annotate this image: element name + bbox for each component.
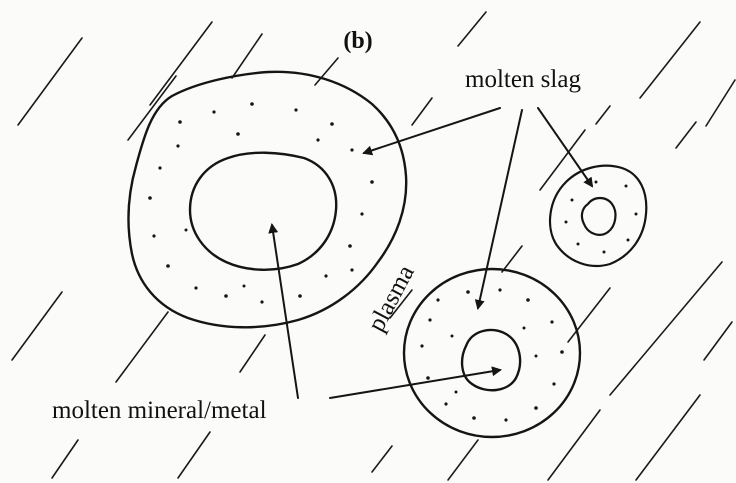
small-droplet-slag-outline [550, 166, 646, 266]
medium-droplet [404, 269, 580, 437]
large-droplet-speckles [148, 102, 374, 303]
figure-label: (b) [343, 28, 372, 54]
arrow-slag-to-small-droplet [538, 108, 592, 186]
small-droplet [550, 166, 646, 266]
large-droplet-slag-outline [129, 72, 407, 327]
label-arrows [272, 108, 592, 398]
small-droplet-speckles [565, 181, 638, 254]
molten-slag-label: molten slag [465, 66, 581, 93]
small-droplet-core-outline [582, 198, 616, 235]
molten-mineral-metal-label: molten mineral/metal [52, 397, 267, 424]
medium-droplet-core-outline [462, 330, 520, 390]
arrow-metal-to-large-core [272, 225, 298, 398]
medium-droplet-slag-outline [404, 269, 580, 437]
arrow-slag-to-medium-droplet [478, 110, 522, 308]
large-droplet-core-outline [190, 153, 336, 270]
medium-droplet-speckles [420, 288, 563, 421]
arrow-slag-to-large-droplet [364, 108, 500, 153]
large-droplet [129, 72, 407, 327]
